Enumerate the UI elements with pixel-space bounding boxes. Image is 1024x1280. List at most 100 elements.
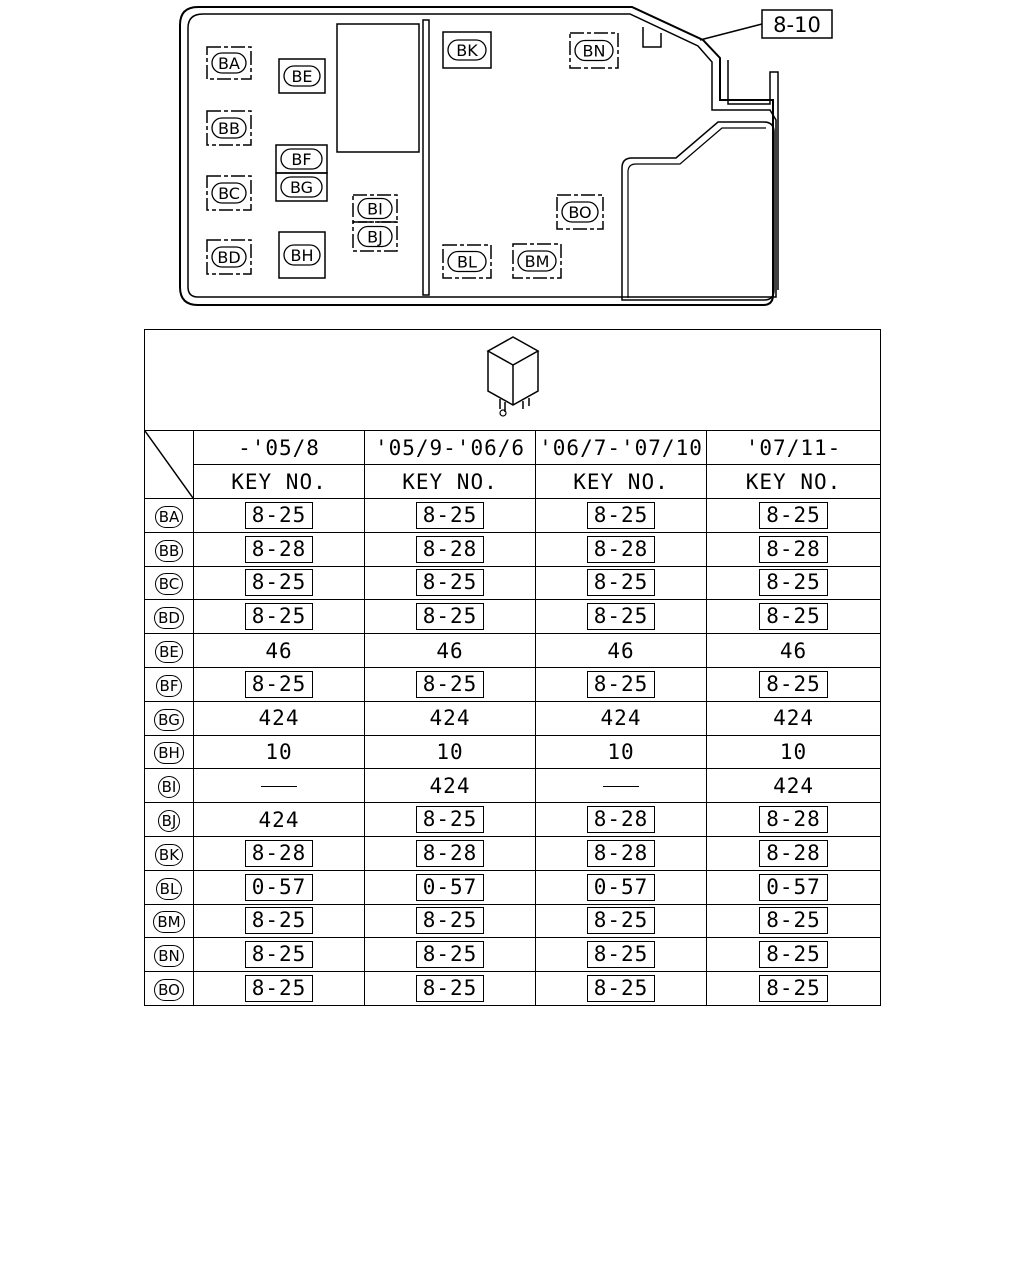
component-oval-ba [211, 52, 247, 74]
component-label-bo: BO [568, 203, 591, 222]
key-number: 10 [779, 739, 808, 764]
row-code-label: BH [154, 742, 184, 765]
boxed-key-number: 8-25 [244, 907, 314, 935]
boxed-key-number: 0-57 [759, 873, 828, 901]
row-code-cell: BO [144, 971, 194, 1006]
component-label-bf: BF [291, 150, 311, 169]
boxed-key-number: 8-25 [759, 501, 828, 529]
key-cell: 8-25 [535, 666, 707, 702]
component-box-bn [569, 32, 619, 69]
key-cell: 8-28 [705, 802, 882, 837]
boxed-key-number: 8-25 [244, 670, 314, 698]
boxed-key-number: 0-57 [586, 873, 656, 901]
key-number: 424 [258, 706, 300, 731]
row-code-cell: BA [144, 498, 194, 533]
boxed-key-number: 8-28 [759, 806, 828, 834]
row-code-cell: BM [144, 903, 194, 939]
boxed-key-number: 8-25 [415, 501, 485, 529]
key-cell: 8-25 [705, 599, 882, 635]
component-label-bc: BC [218, 184, 240, 203]
housing-notch [642, 27, 662, 48]
period-header-4: '07/11- [705, 430, 882, 465]
boxed-key-number: 8-28 [244, 839, 314, 867]
key-cell: 8-25 [705, 937, 882, 973]
component-oval-bg [280, 176, 323, 198]
component-oval-bi [357, 197, 393, 220]
component-oval-bh [283, 244, 321, 266]
component-label-bn: BN [583, 42, 606, 61]
not-applicable-dash [603, 786, 639, 788]
reference-label: 8-10 [773, 13, 821, 37]
period-header-1: -'05/8 [193, 430, 365, 465]
key-cell: 0-57 [193, 869, 365, 905]
component-box-be [278, 58, 326, 94]
row-code-label: BD [154, 607, 184, 630]
row-code-cell: BG [144, 700, 194, 736]
component-label-bh: BH [290, 246, 313, 265]
component-box-bb [206, 110, 252, 146]
key-number: 10 [607, 739, 635, 764]
row-code-label: BA [154, 505, 184, 528]
row-code-cell: BF [144, 666, 194, 702]
key-cell: 8-25 [364, 565, 536, 601]
boxed-key-number: 8-25 [586, 670, 656, 698]
key-cell: 10 [535, 734, 707, 770]
component-oval-bf [280, 148, 323, 170]
boxed-key-number: 0-57 [415, 873, 485, 901]
boxed-key-number: 8-28 [586, 839, 656, 867]
boxed-key-number: 8-25 [759, 941, 828, 969]
relay-icon [485, 335, 540, 417]
period-header-2: '05/9-'06/6 [364, 430, 536, 465]
key-cell: 8-25 [193, 937, 365, 973]
key-cell: 8-25 [193, 599, 365, 635]
component-oval-bo [561, 201, 599, 223]
component-oval-bk [447, 39, 487, 61]
row-code-label: BK [154, 843, 184, 866]
right-compartment-inner [627, 127, 766, 298]
boxed-key-number: 8-25 [415, 806, 485, 834]
boxed-key-number: 8-25 [415, 603, 485, 631]
boxed-key-number: 8-28 [759, 535, 828, 563]
row-code-cell: BK [144, 835, 194, 871]
component-box-bk [442, 31, 492, 69]
key-cell: 8-25 [705, 903, 882, 939]
key-number: 424 [600, 706, 642, 731]
component-oval-bl [447, 250, 487, 273]
boxed-key-number: 8-25 [586, 975, 656, 1003]
row-code-cell: BH [144, 734, 194, 770]
component-label-bi: BI [367, 200, 383, 219]
component-label-bg: BG [290, 178, 313, 197]
boxed-key-number: 8-28 [586, 806, 656, 834]
boxed-key-number: 8-25 [586, 941, 656, 969]
corner-cell [144, 430, 194, 499]
row-code-cell: BD [144, 599, 194, 635]
boxed-key-number: 8-25 [759, 907, 828, 935]
key-cell: 8-28 [535, 835, 707, 871]
row-code-label: BF [155, 674, 183, 697]
key-cell: 46 [535, 633, 707, 668]
boxed-key-number: 0-57 [244, 873, 314, 901]
boxed-key-number: 8-25 [415, 975, 485, 1003]
boxed-key-number: 8-28 [244, 535, 314, 563]
key-number: 424 [429, 773, 471, 798]
component-box-bj [352, 221, 398, 252]
component-box-bc [206, 175, 252, 211]
key-number: 46 [265, 638, 293, 663]
row-code-label: BE [155, 641, 183, 664]
row-code-label: BI [157, 776, 181, 799]
period-header-3: '06/7-'07/10 [535, 430, 707, 465]
key-cell: 8-25 [364, 971, 536, 1006]
key-cell: 8-25 [364, 937, 536, 973]
component-box-ba [206, 46, 252, 80]
key-cell: 8-28 [705, 835, 882, 871]
component-oval-bj [357, 225, 393, 248]
key-cell: 8-28 [193, 531, 365, 567]
